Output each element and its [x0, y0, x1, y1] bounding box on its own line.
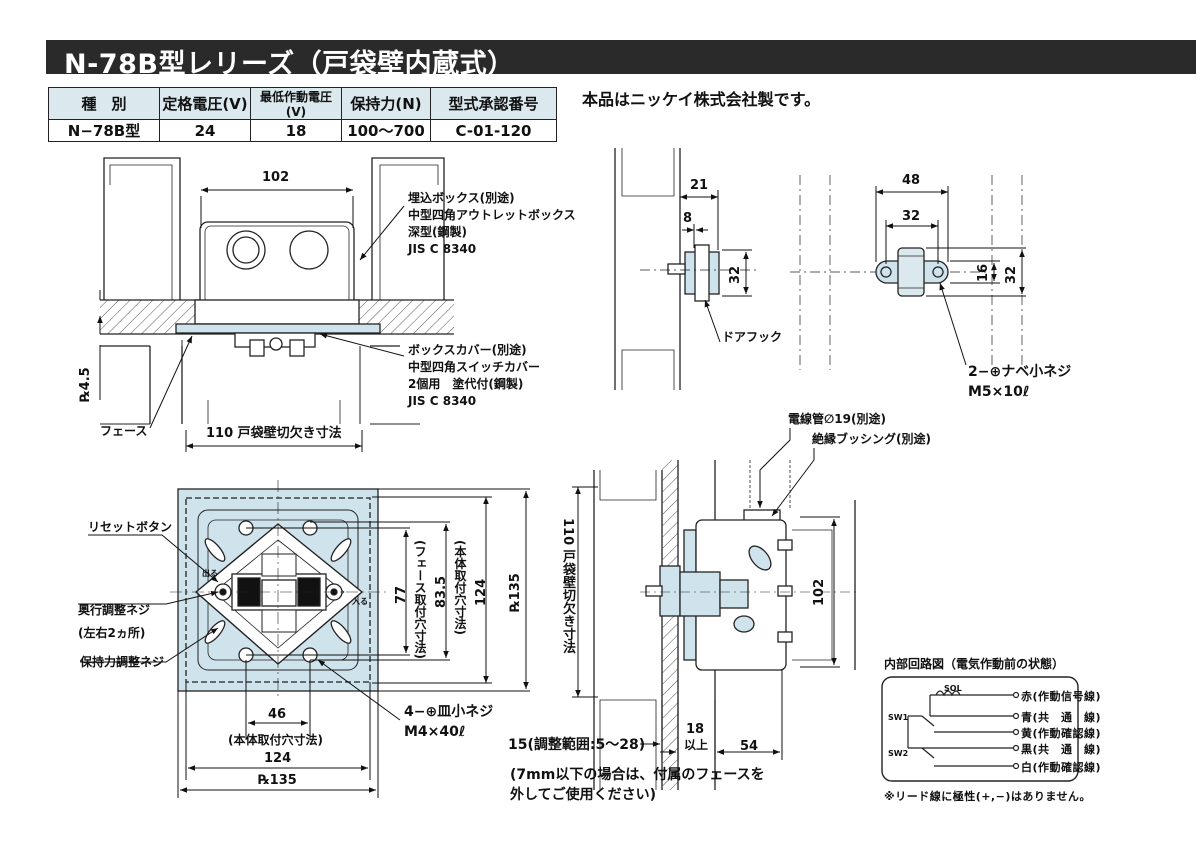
- dim-46-note: (本体取付穴寸法): [228, 733, 323, 747]
- face-note-line-1: (7mm以下の場合は、付属のフェースを: [510, 767, 765, 783]
- circuit-title: 内部回路図（電気作動前の状態）: [884, 657, 1065, 671]
- reset-button-label: リセットボタン: [88, 520, 173, 534]
- conduit-label: 電線管∅19(別途): [788, 412, 886, 426]
- bottom-right-dimensions: [572, 428, 840, 760]
- dim-46: 46: [268, 707, 287, 722]
- dim-124-vertical: 124: [474, 578, 489, 606]
- title-bar: N-78B型レリーズ（戸袋壁内蔵式）: [46, 40, 1196, 80]
- cover-label-line-4: JIS C 8340: [408, 394, 477, 408]
- spec-header-approval: 型式承認番号: [430, 87, 557, 120]
- dim-48: 48: [902, 173, 921, 188]
- depth-screw-label-1: 奥行調整ネジ: [78, 603, 151, 617]
- dim-r135-vertical: ℞135: [508, 573, 523, 612]
- dim-54: 54: [740, 739, 759, 754]
- spec-header-holding: 保持力(N): [341, 87, 431, 120]
- dim-16: 16: [976, 263, 991, 282]
- spec-table: 種 別 定格電圧(V) 最低作動電圧(V) 保持力(N) 型式承認番号 N−78…: [48, 87, 557, 142]
- box-label-line-4: JIS C 8340: [408, 242, 477, 256]
- sw2-label: SW2: [888, 749, 909, 758]
- sol-label: SOL: [944, 684, 962, 693]
- box-label-line-1: 埋込ボックス(別途): [408, 191, 515, 205]
- mark-in: 入る: [352, 597, 368, 606]
- spec-header-voltage: 定格電圧(V): [159, 87, 251, 120]
- wire-white: 白(作動確認線): [1021, 761, 1102, 774]
- cover-label-line-2: 中型四角スイッチカバー: [408, 360, 541, 374]
- wire-yellow: 黄(作動確認線): [1021, 727, 1102, 740]
- circuit-diagram: [881, 676, 1079, 782]
- spec-table-header: 種 別 定格電圧(V) 最低作動電圧(V) 保持力(N) 型式承認番号: [48, 87, 557, 120]
- face-label: フェース: [100, 424, 148, 438]
- pan-screw-label-1: 2−⊕ナベ小ネジ: [968, 364, 1072, 380]
- spec-cell-min-voltage: 18: [250, 119, 342, 142]
- dim-8: 8: [683, 211, 693, 226]
- countersunk-screw-label-1: 4−⊕皿小ネジ: [404, 704, 494, 720]
- top-right-dimensions: [680, 186, 1026, 366]
- spec-header-type: 種 別: [48, 87, 160, 120]
- dim-18-note: 以上: [684, 738, 709, 752]
- adjust-range-label: 15(調整範囲:5〜28): [508, 737, 646, 753]
- bottom-right-side-view: [593, 460, 860, 790]
- front-view-dimensions: [78, 488, 530, 798]
- face-note-line-2: 外してご使用ください): [510, 787, 656, 803]
- dim-83-5-note: (本体取付穴寸法): [453, 540, 467, 635]
- dim-102-top: 102: [262, 170, 290, 185]
- spec-cell-type: N−78B型: [48, 119, 160, 142]
- spec-cell-approval: C-01-120: [430, 119, 557, 142]
- cutout-label-top: 110 戸袋壁切欠き寸法: [206, 426, 342, 441]
- wire-blue: 青(共 通 線): [1021, 711, 1102, 724]
- dim-77: 77: [394, 585, 409, 604]
- depth-screw-label-2: (左右2ヵ所): [78, 626, 146, 640]
- spec-cell-holding: 100〜700: [341, 119, 431, 142]
- top-left-dimensions: [97, 187, 405, 452]
- pan-screw-label-2: M5×10ℓ: [968, 384, 1030, 400]
- cover-label-line-1: ボックスカバー(別途): [408, 343, 527, 357]
- spec-header-min-voltage: 最低作動電圧(V): [250, 87, 342, 120]
- front-view: [170, 480, 386, 700]
- box-label-line-2: 中型四角アウトレットボックス: [408, 208, 576, 222]
- top-right-side-views: [614, 148, 1023, 390]
- dim-124-horizontal: 124: [264, 751, 292, 766]
- maker-note: 本品はニッケイ株式会社製です。: [582, 90, 821, 109]
- holding-screw-label: 保持力調整ネジ: [80, 655, 165, 669]
- page-title: N-78B型レリーズ（戸袋壁内蔵式）: [64, 49, 515, 80]
- top-left-section-view: [100, 157, 454, 425]
- countersunk-screw-label-2: M4×40ℓ: [404, 724, 466, 740]
- side-cutout-label: 110 戸袋壁切欠き寸法: [560, 518, 575, 654]
- wire-red: 赤(作動信号線): [1021, 690, 1102, 703]
- door-hook-label: ドアフック: [722, 330, 783, 344]
- mark-out: 出る: [202, 569, 218, 578]
- dim-21: 21: [690, 178, 709, 193]
- sw1-label: SW1: [888, 713, 909, 722]
- cover-label-line-3: 2個用 塗代付(鋼製): [408, 377, 524, 391]
- dim-32-width: 32: [902, 209, 921, 224]
- dim-18: 18: [686, 722, 705, 737]
- spec-table-row: N−78B型 24 18 100〜700 C-01-120: [48, 119, 557, 142]
- bushing-label: 絶縁ブッシング(別途): [812, 432, 931, 446]
- dim-32-height: 32: [1004, 265, 1019, 284]
- dim-r45: ℞4.5: [78, 367, 93, 402]
- box-label-line-3: 深型(鋼製): [408, 225, 467, 239]
- spec-cell-voltage: 24: [159, 119, 251, 142]
- dim-77-note: (フェース取付穴寸法): [413, 540, 427, 659]
- dim-r135-horizontal: ℞135: [258, 773, 297, 788]
- dim-32-side: 32: [728, 265, 743, 284]
- dim-102-side: 102: [812, 578, 827, 606]
- dim-83-5: 83.5: [434, 575, 449, 608]
- wire-black: 黒(共 通 線): [1021, 743, 1102, 756]
- polarity-note: ※リード線に極性(+,−)はありません。: [884, 790, 1092, 803]
